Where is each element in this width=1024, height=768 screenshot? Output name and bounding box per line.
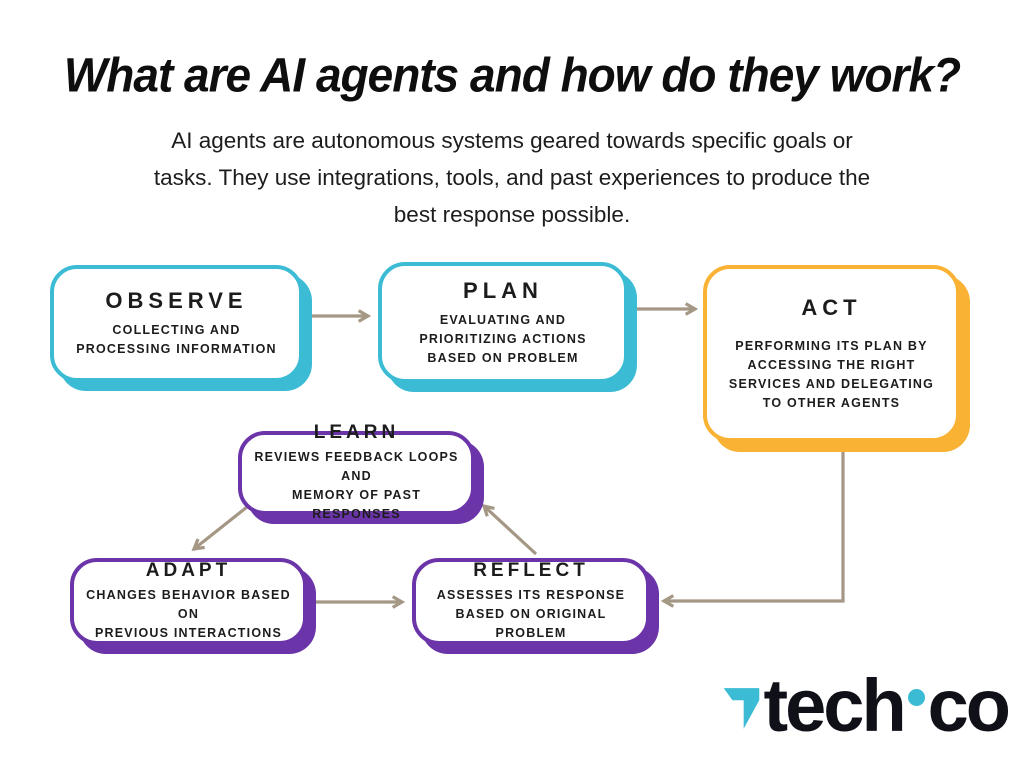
node-reflect-description: ASSESSES ITS RESPONSE BASED ON ORIGINAL … (436, 588, 626, 640)
arrow-learn-to-adapt (191, 505, 248, 552)
page-subtitle: AI agents are autonomous systems geared … (153, 128, 871, 227)
node-plan-title: PLAN (463, 277, 543, 303)
node-observe-title: OBSERVE (105, 288, 248, 313)
techco-wordmark: tech.co (763, 664, 1011, 748)
node-act-description: PERFORMING ITS PLAN BY ACCESSING THE RIG… (728, 338, 935, 410)
arrow-reflect-to-learn (481, 503, 538, 556)
node-learn: LEARN REVIEWS FEEDBACK LOOPS AND MEMORY … (238, 422, 475, 521)
node-act-title: ACT (801, 294, 862, 320)
brand-part2: co (927, 664, 1011, 747)
node-act: ACT PERFORMING ITS PLAN BY ACCESSING THE… (703, 265, 960, 442)
brand-dot: . (907, 689, 925, 706)
node-learn-description: REVIEWS FEEDBACK LOOPS AND MEMORY OF PAS… (254, 450, 459, 521)
techco-arrow-icon (724, 688, 760, 729)
node-adapt-description: CHANGES BEHAVIOR BASED ON PREVIOUS INTER… (86, 588, 291, 640)
node-adapt-title: ADAPT (145, 560, 232, 581)
techco-logo: tech.co (709, 664, 1011, 748)
brand-part1: tech (763, 664, 906, 747)
node-plan-description: EVALUATING AND PRIORITIZING ACTIONS BASE… (419, 312, 587, 365)
node-plan: PLAN EVALUATING AND PRIORITIZING ACTIONS… (378, 262, 628, 383)
node-observe-description: COLLECTING AND PROCESSING INFORMATION (76, 323, 277, 356)
node-reflect-title: REFLECT (473, 560, 589, 581)
node-observe: OBSERVE COLLECTING AND PROCESSING INFORM… (50, 265, 303, 382)
page-title: What are AI agents and how do they work? (63, 47, 961, 103)
node-reflect: REFLECT ASSESSES ITS RESPONSE BASED ON O… (412, 558, 650, 645)
node-adapt: ADAPT CHANGES BEHAVIOR BASED ON PREVIOUS… (70, 558, 307, 645)
node-learn-title: LEARN (313, 422, 400, 443)
arrow-act-to-reflect (660, 444, 845, 608)
